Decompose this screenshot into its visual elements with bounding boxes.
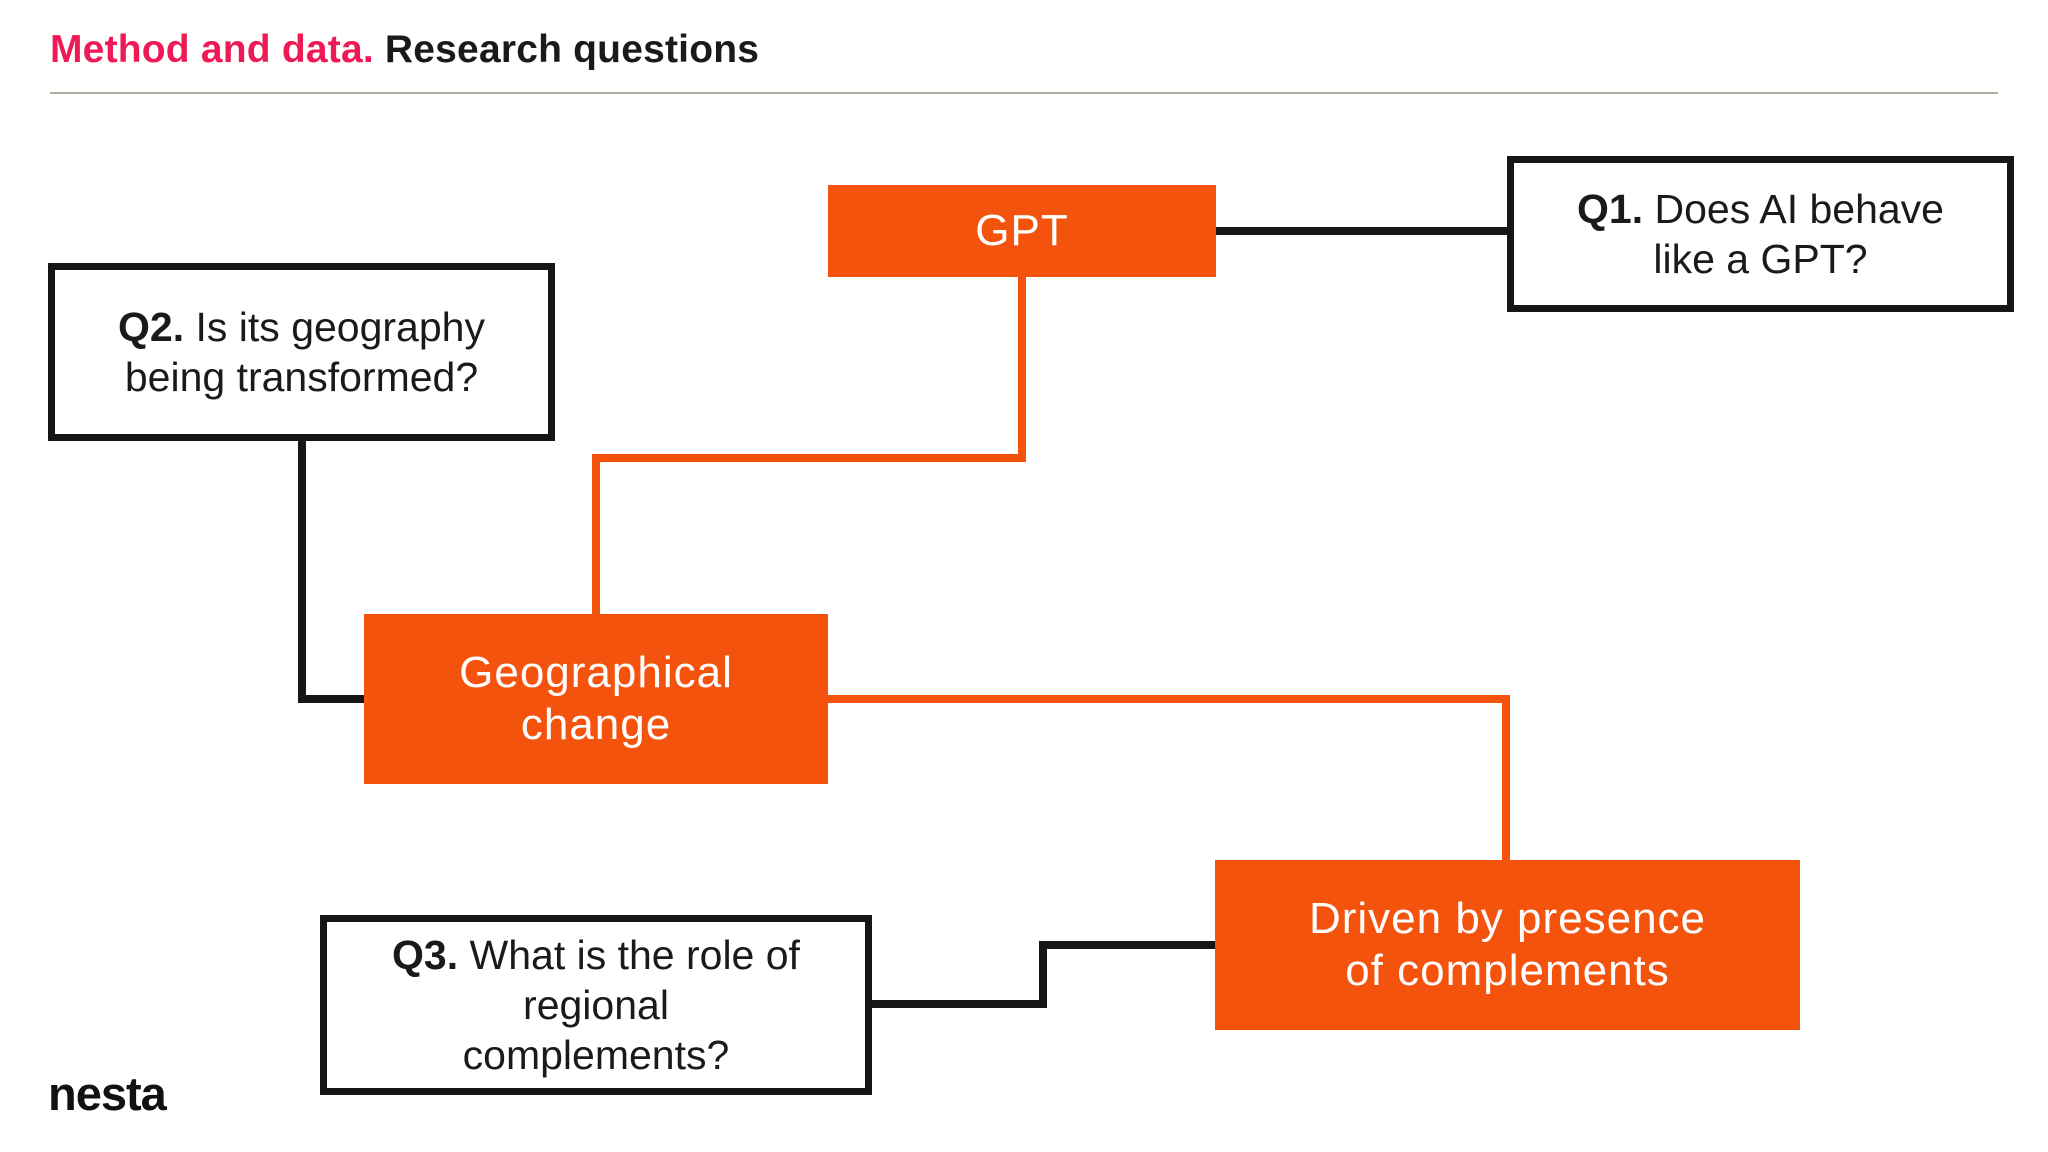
question-2-text: Q2. Is its geography being transformed?	[118, 302, 485, 402]
node-driven-by-complements: Driven by presence of complements	[1215, 860, 1800, 1030]
connector-gpt-geographical-change	[592, 277, 1026, 618]
question-1-body: Does AI behave like a GPT?	[1653, 185, 1944, 282]
question-3-prefix: Q3.	[392, 931, 459, 978]
question-3-text: Q3. What is the role of regional complem…	[392, 930, 800, 1080]
connector-q2-geographical-change	[298, 440, 368, 703]
nesta-logo: nesta	[48, 1067, 167, 1120]
question-1-prefix: Q1.	[1577, 185, 1644, 232]
connector-geographical-change-driven	[828, 695, 1510, 864]
question-1-text: Q1. Does AI behave like a GPT?	[1577, 184, 1944, 284]
question-3-body: What is the role of regional complements…	[462, 931, 800, 1078]
node-question-2: Q2. Is its geography being transformed?	[48, 263, 555, 441]
page-title-highlight: Method and data.	[50, 28, 374, 71]
page-title: Method and data. Research questions	[50, 28, 759, 72]
node-gpt: GPT	[828, 185, 1216, 277]
title-divider	[50, 92, 1998, 94]
question-2-body: Is its geography being transformed?	[124, 303, 485, 400]
connector-q3-driven	[870, 941, 1220, 1008]
node-question-3: Q3. What is the role of regional complem…	[320, 915, 872, 1095]
node-geographical-change: Geographical change	[364, 614, 828, 784]
page-title-rest: Research questions	[373, 28, 760, 71]
question-2-prefix: Q2.	[118, 303, 185, 350]
node-question-1: Q1. Does AI behave like a GPT?	[1507, 156, 2014, 312]
